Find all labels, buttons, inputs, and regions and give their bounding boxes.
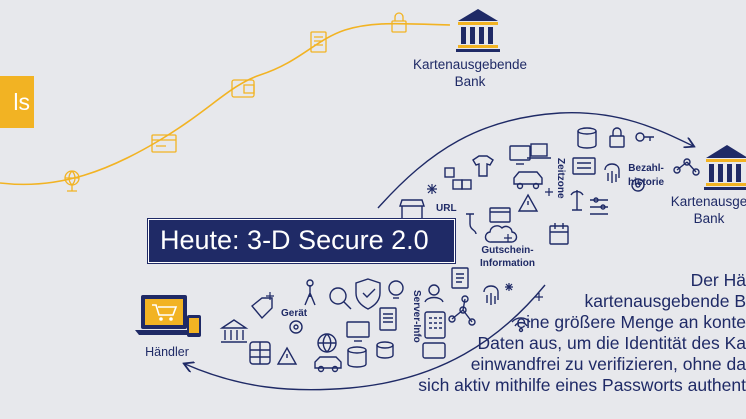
- car-icon-2: [513, 171, 543, 190]
- wifi-icon: [511, 317, 531, 333]
- car-icon: [314, 356, 342, 373]
- bank-icon-right: [704, 145, 746, 190]
- shield-icon: [355, 278, 381, 310]
- sparkle-icon: [535, 293, 543, 301]
- coins-icon: [376, 341, 394, 359]
- description-line: Der Hä: [690, 270, 746, 290]
- label-bezahlhistorie: Bezahl- historie: [628, 163, 665, 188]
- banner-title: Heute: 3-D Secure 2.0: [160, 225, 429, 255]
- blocks-icon: [444, 167, 472, 190]
- card-icon: [151, 134, 177, 153]
- laptop-cart-icon: [135, 295, 201, 337]
- database-icon-2: [577, 127, 597, 149]
- gold-tab: ls: [0, 76, 34, 128]
- label-gutschein: Gutschein- Information: [480, 245, 535, 269]
- keypad-icon: [424, 311, 446, 339]
- lightbulb-icon: [388, 280, 404, 299]
- description-line: eine größere Menge an konte: [516, 312, 746, 332]
- sparkle-icon: [427, 184, 437, 194]
- search-icon: [329, 287, 352, 310]
- bank-top-label: Kartenausgebende Bank: [412, 57, 528, 89]
- sparkle-icon: [505, 283, 513, 291]
- warning-icon-2: [517, 193, 539, 212]
- label-geraet: Gerät: [281, 308, 308, 319]
- card-icon-navy: [489, 207, 511, 223]
- description-text: Der Hä kartenausgebende B eine größere M…: [316, 270, 746, 396]
- wallet-icon: [231, 79, 255, 98]
- legacy-route-line: [0, 22, 451, 186]
- network-icon-2: [673, 158, 700, 176]
- store-icon: [399, 199, 425, 221]
- description-line: Daten aus, um die Identität des Ka: [477, 333, 746, 353]
- list-icon: [572, 157, 596, 175]
- fingerprint-icon-2: [604, 163, 620, 183]
- warning-icon: [276, 346, 298, 365]
- clipboard-icon: [451, 267, 469, 289]
- toggle-icon: [590, 197, 608, 215]
- atm-icon: [570, 190, 584, 211]
- t-shirt-icon: [472, 155, 494, 177]
- description-line: kartenausgebende B: [584, 291, 746, 311]
- lock-icon-2: [609, 127, 625, 148]
- network-icon: [448, 295, 476, 326]
- bank-icon-top: [456, 9, 500, 52]
- document-icon: [310, 31, 327, 53]
- key-icon: [635, 132, 654, 142]
- chip-icon: [249, 341, 271, 365]
- globe-navy-icon: [317, 333, 337, 353]
- cloud-icon: [484, 225, 518, 243]
- gear-icon: [289, 320, 303, 334]
- calendar-icon: [549, 223, 569, 245]
- merchant-label: Händler: [145, 345, 189, 359]
- monitor-icon: [346, 321, 370, 342]
- monitor-icon-2: [509, 145, 531, 165]
- sparkle-icon: [545, 188, 553, 196]
- description-line: sich aktiv mithilfe eines Passworts auth…: [418, 375, 746, 395]
- bank-right-label: Kartenausge Bank: [670, 194, 746, 226]
- top-flow-arrow: [377, 112, 693, 209]
- database-icon: [347, 346, 367, 368]
- globe-icon: [64, 170, 80, 192]
- label-url: URL: [436, 203, 457, 214]
- description-line: einwandfrei zu verifizieren, ohne da: [470, 354, 746, 374]
- label-zeitzone: Zeitzone: [555, 158, 566, 199]
- tablet-icon: [422, 342, 446, 359]
- laptop-icon-2: [527, 143, 551, 159]
- sparkle-icon: [504, 234, 512, 242]
- bank-icon-small: [219, 319, 249, 343]
- version-banner: [148, 219, 455, 263]
- plug-icon: [466, 213, 477, 235]
- user-lock-icon: [424, 284, 444, 303]
- tower-icon: [304, 279, 316, 306]
- lock-icon: [391, 12, 407, 33]
- tag-icon: [251, 297, 273, 320]
- gear-icon-2: [631, 178, 645, 192]
- fingerprint-icon: [483, 285, 499, 305]
- bottom-flow-arrow: [185, 284, 546, 391]
- document-icon-navy: [379, 307, 397, 331]
- sparkle-icon: [266, 292, 274, 300]
